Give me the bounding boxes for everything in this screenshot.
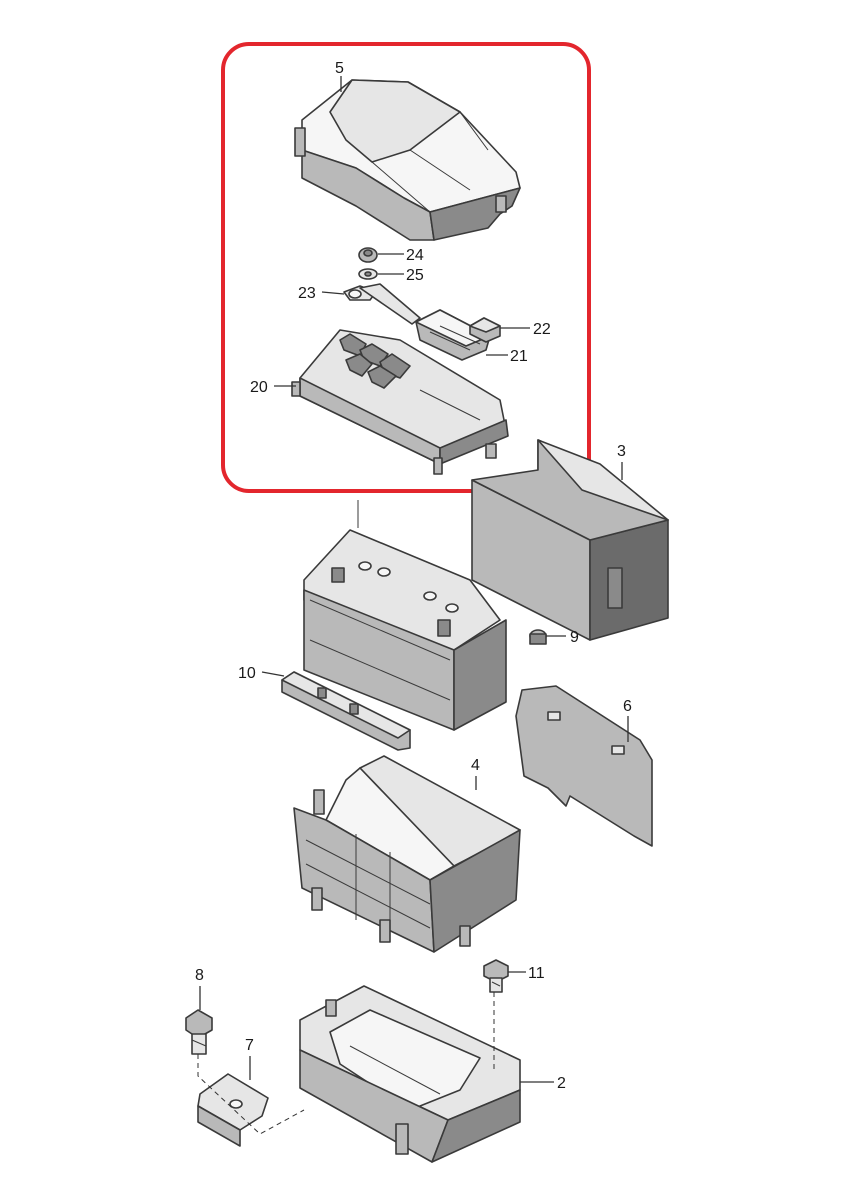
callout-9: 9 [570,629,579,646]
highlight-box [221,42,591,493]
callout-5: 5 [335,60,344,77]
part-9-vent-plug [529,629,547,645]
callout-4: 4 [471,757,480,774]
part-3-insulation-sleeve [471,439,669,641]
part-11-bolt [483,959,509,993]
part-10-clamp-bar [281,671,411,751]
part-5-battery-cover [294,79,521,241]
callout-10: 10 [238,665,256,682]
part-25-washer [358,268,378,280]
callout-11: 11 [528,965,545,982]
part-24-nut [358,247,378,263]
part-8-bolt [185,1009,213,1055]
part-20-fuse-carrier [291,329,509,475]
part-4-battery-tray [293,755,521,953]
callout-6: 6 [623,698,632,715]
callout-25: 25 [406,267,424,284]
callout-8: 8 [195,967,204,984]
callout-20: 20 [250,379,268,396]
assembly-line [197,1054,305,1135]
callout-24: 24 [406,247,424,264]
part-2-base-tray [299,985,521,1163]
callout-21: 21 [510,348,528,365]
part-7-clamp [197,1073,269,1147]
callout-2: 2 [557,1075,566,1092]
callout-23: 23 [298,285,316,302]
part-6-insulation-panel [515,685,653,847]
part-1-battery [303,500,507,731]
callout-3: 3 [617,443,626,460]
callout-22: 22 [533,321,551,338]
part-22-fuse [469,317,501,343]
callout-7: 7 [245,1037,254,1054]
part-21-fuse-box [359,283,491,361]
